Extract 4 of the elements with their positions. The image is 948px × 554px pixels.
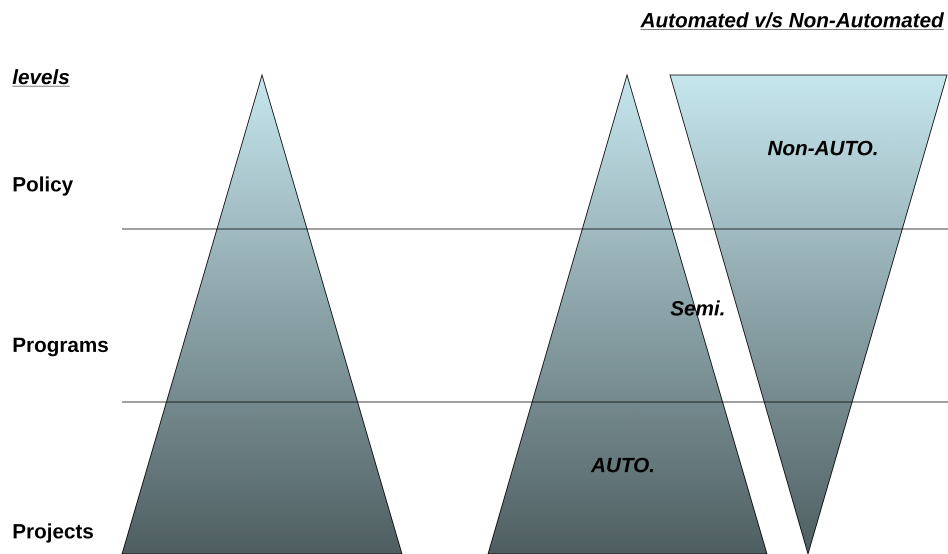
title: Automated v/s Non-Automated [640,12,944,30]
level-label: Projects [14,523,93,543]
axis-heading: levels [12,69,70,86]
level-label: Policy [14,176,74,196]
